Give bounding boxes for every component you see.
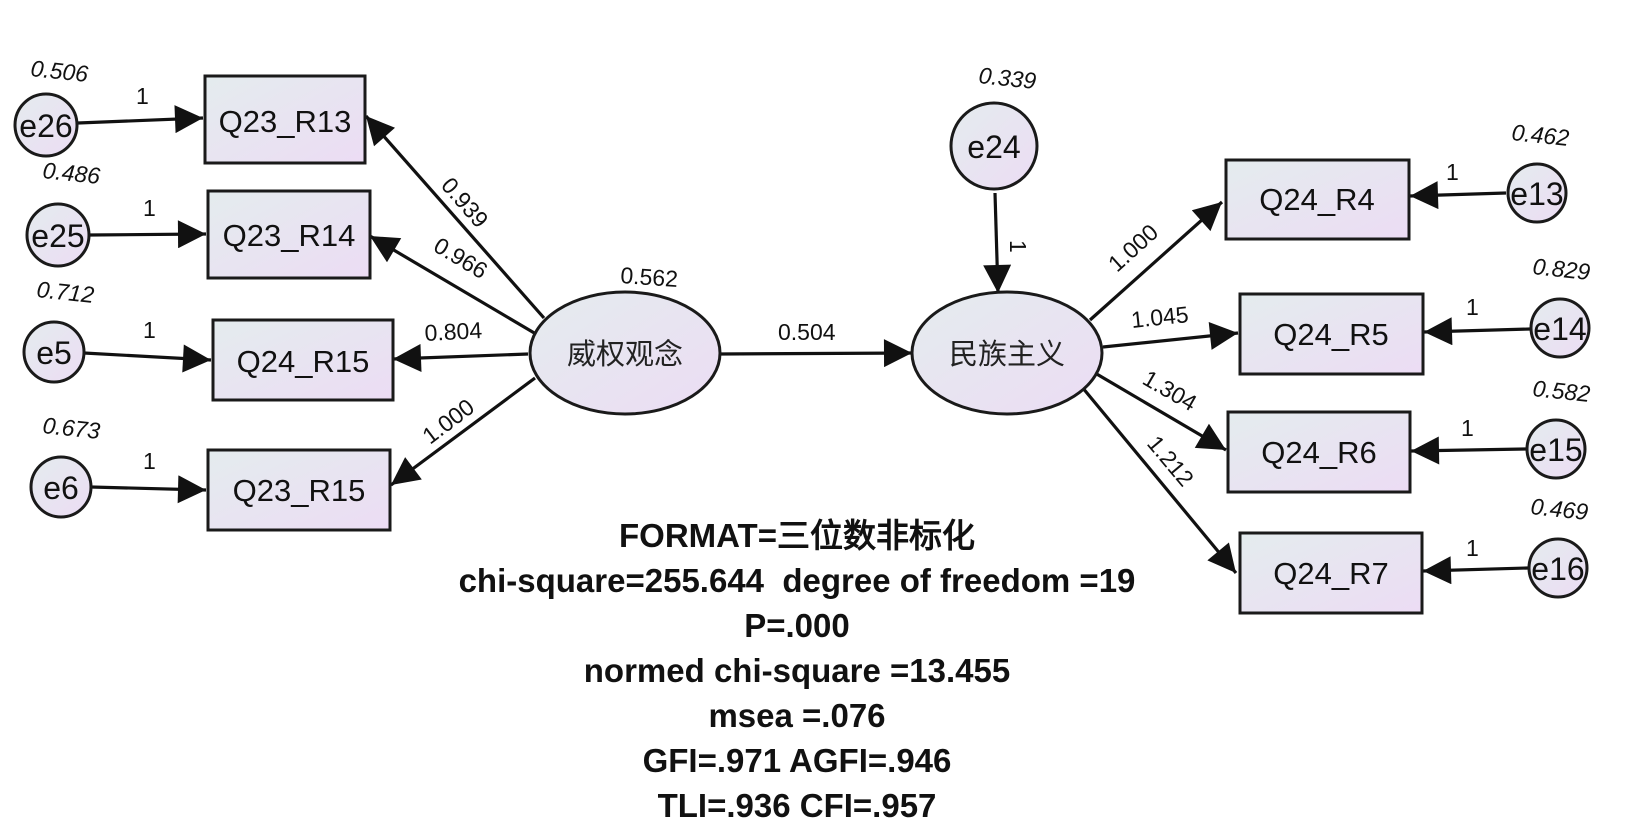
- latent-authority: 威权观念: [528, 290, 722, 416]
- error-e24: e24: [949, 101, 1039, 191]
- error-label: e15: [1529, 432, 1582, 468]
- variance-e13: 0.462: [1510, 119, 1570, 151]
- error-label: e13: [1510, 176, 1563, 212]
- fit-stat-msea: msea =.076: [708, 697, 885, 734]
- path-e26-to-q23-r13: [77, 105, 204, 134]
- loading-label-q23-r13: 0.939: [436, 172, 493, 233]
- error-label: e5: [36, 335, 72, 371]
- variance-e6: 0.673: [41, 412, 101, 444]
- indicator-q24-r7: Q24_R7: [1238, 531, 1424, 615]
- loading-label-q24-r15: 0.804: [424, 317, 483, 346]
- indicator-label: Q24_R7: [1273, 556, 1388, 591]
- fixed-path-e26: 1: [136, 83, 149, 109]
- variance-e26: 0.506: [29, 55, 89, 87]
- indicator-q24-r5: Q24_R5: [1238, 292, 1425, 376]
- variance-e16: 0.469: [1529, 493, 1589, 525]
- fixed-path-e15: 1: [1461, 415, 1474, 441]
- loading-label-q24-r6: 1.304: [1139, 365, 1202, 416]
- fit-stat-format: FORMAT=三位数非标化: [619, 517, 975, 554]
- indicator-q23-r15: Q23_R15: [206, 448, 392, 532]
- fit-stat-tli-cfi: TLI=.936 CFI=.957: [658, 787, 937, 824]
- error-label: e24: [967, 129, 1020, 165]
- indicator-label: Q23_R13: [219, 104, 352, 139]
- error-e16: e16: [1527, 537, 1589, 599]
- error-e5: e5: [22, 320, 86, 384]
- indicator-label: Q24_R4: [1259, 182, 1374, 217]
- loading-q23-r14: [369, 234, 537, 336]
- variance-e25: 0.486: [41, 157, 101, 189]
- path-e25-to-q23-r14: [89, 220, 207, 249]
- fit-stat-normed-chi-square: normed chi-square =13.455: [584, 652, 1010, 689]
- path-e16-to-q24-r7: [1422, 556, 1529, 585]
- fixed-path-e24: 1: [1005, 240, 1031, 253]
- structural-coef-label: 0.504: [778, 319, 836, 345]
- variance-e24: 0.339: [977, 62, 1037, 94]
- loading-q24-r5: [1102, 321, 1239, 350]
- variance-e5: 0.712: [35, 276, 95, 308]
- path-e15-to-q24-r6: [1410, 436, 1527, 465]
- error-label: e26: [19, 108, 72, 144]
- loading-label-q24-r7: 1.212: [1142, 431, 1199, 492]
- error-label: e14: [1533, 311, 1586, 347]
- indicator-q23-r14: Q23_R14: [206, 189, 372, 280]
- loading-q23-r13: [364, 114, 546, 320]
- indicator-label: Q24_R6: [1261, 435, 1376, 470]
- error-e6: e6: [29, 455, 93, 519]
- fit-stat-p: P=.000: [744, 607, 850, 644]
- path-e24-to-nationalism: [983, 192, 1012, 294]
- loading-q24-r4: [1088, 200, 1224, 322]
- error-e13: e13: [1506, 162, 1568, 224]
- variance-e14: 0.829: [1531, 253, 1591, 285]
- fixed-path-e6: 1: [143, 448, 156, 474]
- loading-q24-r15: [392, 343, 529, 372]
- fit-stat-chi-square: chi-square=255.644 degree of freedom =19: [459, 562, 1136, 599]
- error-e15: e15: [1525, 418, 1587, 480]
- error-e14: e14: [1529, 297, 1591, 359]
- error-label: e6: [43, 470, 79, 506]
- variance-authority: 0.562: [620, 262, 679, 292]
- indicator-q23-r13: Q23_R13: [203, 74, 367, 165]
- indicator-label: Q24_R5: [1273, 317, 1388, 352]
- path-e13-to-q24-r4: [1409, 181, 1507, 210]
- indicator-q24-r6: Q24_R6: [1226, 410, 1412, 494]
- error-label: e25: [31, 218, 84, 254]
- error-e26: e26: [13, 92, 79, 158]
- fit-stat-gfi-agfi: GFI=.971 AGFI=.946: [643, 742, 952, 779]
- fit-statistics: FORMAT=三位数非标化 chi-square=255.644 degree …: [459, 517, 1136, 824]
- loading-label-q24-r4: 1.000: [1103, 219, 1163, 277]
- path-e6-to-q23-r15: [90, 475, 207, 504]
- fixed-path-e16: 1: [1466, 535, 1479, 561]
- fixed-path-e13: 1: [1446, 159, 1459, 185]
- latent-label: 民族主义: [949, 337, 1065, 371]
- variance-e15: 0.582: [1531, 375, 1591, 407]
- indicator-label: Q23_R15: [233, 473, 366, 508]
- path-e14-to-q24-r5: [1423, 317, 1531, 346]
- error-e25: e25: [25, 202, 91, 268]
- indicator-label: Q24_R15: [237, 344, 370, 379]
- structural-path-line: [719, 339, 913, 368]
- indicator-q24-r15: Q24_R15: [211, 318, 395, 402]
- fixed-path-e25: 1: [143, 195, 156, 221]
- loading-q24-r7: [1080, 385, 1238, 575]
- fixed-path-e5: 1: [143, 317, 156, 343]
- path-e5-to-q24-r15: [83, 344, 212, 373]
- latent-nationalism: 民族主义: [910, 290, 1104, 416]
- indicator-label: Q23_R14: [223, 218, 356, 253]
- fixed-path-e14: 1: [1466, 294, 1479, 320]
- error-label: e16: [1531, 551, 1584, 587]
- loading-label-q24-r5: 1.045: [1130, 301, 1190, 333]
- indicator-q24-r4: Q24_R4: [1224, 158, 1411, 241]
- loading-q23-r15: [390, 376, 536, 487]
- latent-label: 威权观念: [567, 337, 683, 371]
- loading-q24-r6: [1094, 371, 1227, 452]
